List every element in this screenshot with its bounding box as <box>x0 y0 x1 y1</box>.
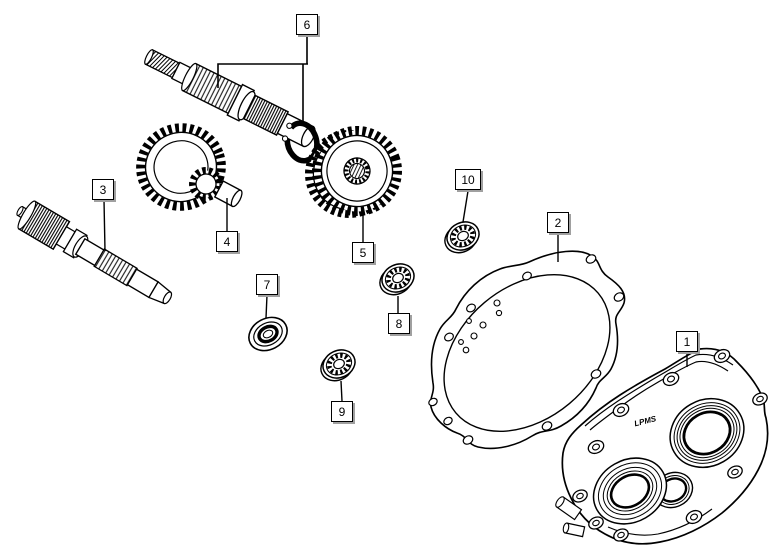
gear4-stub-shaft <box>213 180 243 208</box>
callout-8[interactable]: 8 <box>388 313 410 334</box>
leader-9 <box>340 380 343 402</box>
gasket-bolt-holes <box>428 254 625 445</box>
callout-2[interactable]: 2 <box>547 212 569 233</box>
leader-3 <box>103 199 106 252</box>
driven-gear <box>305 126 402 218</box>
callout-7-label: 7 <box>263 277 271 292</box>
leader-6 <box>217 35 308 125</box>
callout-3-label: 3 <box>99 182 107 197</box>
cover-lower-left-lugs <box>555 496 586 538</box>
callout-10[interactable]: 10 <box>455 169 481 190</box>
cover-bore-medium <box>592 457 668 525</box>
oil-seal <box>248 316 288 352</box>
leader-7 <box>265 294 268 319</box>
cover-flange-line-2 <box>589 360 729 431</box>
gearbox-cover: LPMS <box>555 347 769 545</box>
gasket-inner-contour <box>443 274 611 432</box>
callout-6[interactable]: 6 <box>296 14 318 35</box>
callout-3[interactable]: 3 <box>92 179 114 200</box>
callout-10-label: 10 <box>461 172 475 187</box>
cover-bore-large <box>669 397 745 469</box>
ball-bearing-8 <box>379 263 415 296</box>
gear4-pinion <box>189 167 223 201</box>
callout-7[interactable]: 7 <box>256 274 278 295</box>
leader-10 <box>462 190 469 223</box>
callout-1[interactable]: 1 <box>676 331 698 352</box>
cover-bolt-bosses <box>572 348 768 542</box>
callout-5[interactable]: 5 <box>352 242 374 263</box>
callout-4[interactable]: 4 <box>216 231 238 252</box>
callout-6-label: 6 <box>303 17 311 32</box>
gear5-bore-splines <box>344 158 370 184</box>
cover-flange-line-1 <box>584 353 734 427</box>
callout-9[interactable]: 9 <box>331 401 353 422</box>
ball-bearing-10 <box>444 221 480 254</box>
callout-8-label: 8 <box>395 316 403 331</box>
callout-9-label: 9 <box>338 404 346 419</box>
callout-2-label: 2 <box>554 215 562 230</box>
callout-1-label: 1 <box>683 334 691 349</box>
gasket-outer-contour <box>429 250 626 450</box>
compound-gear <box>136 123 243 211</box>
gasket <box>428 250 626 450</box>
bearing10-balls <box>451 225 475 247</box>
shaft3-spline-section <box>93 248 138 287</box>
gasket-small-holes <box>458 299 503 354</box>
leader-lines <box>103 35 688 402</box>
output-shaft <box>16 200 173 305</box>
callout-5-label: 5 <box>359 245 367 260</box>
ball-bearing-9 <box>320 349 356 382</box>
callout-4-label: 4 <box>223 234 231 249</box>
